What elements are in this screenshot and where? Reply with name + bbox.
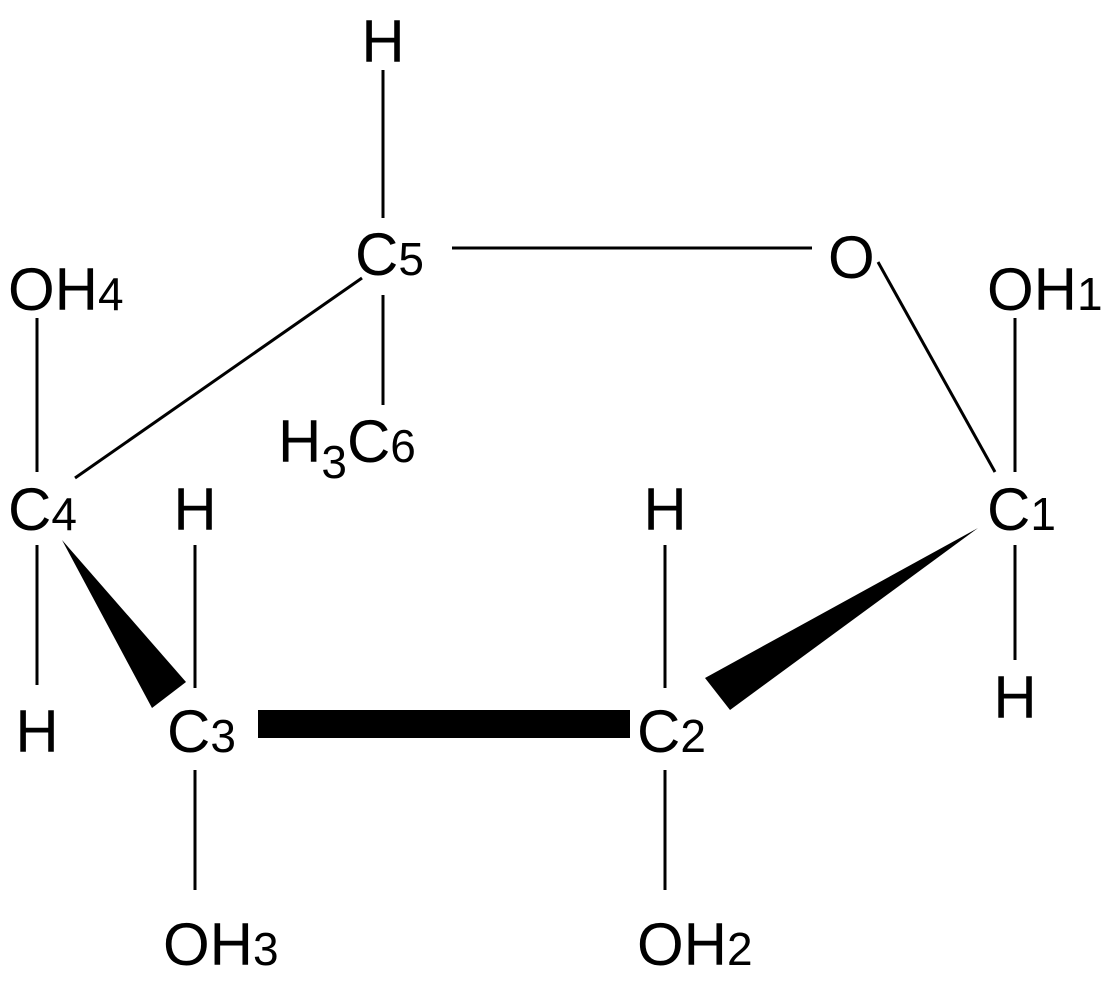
bond-o-c1 <box>876 261 997 473</box>
atom-c3: C3 <box>167 698 236 765</box>
atom-h-top: H <box>361 8 404 75</box>
bond-c5-c4 <box>74 276 363 480</box>
bond-c1-c2-wedge <box>705 528 978 710</box>
atom-h3c6: H3C6 <box>278 408 416 488</box>
atom-oh4: OH4 <box>8 256 124 323</box>
atom-labels: H C5 O OH1 OH4 H3C6 C4 H H C1 H C3 C2 H … <box>8 8 1103 978</box>
atom-h-c4: H <box>15 698 58 765</box>
atom-oh2: OH2 <box>637 911 753 978</box>
atom-h-c3: H <box>173 476 216 543</box>
atom-h-c2: H <box>643 476 686 543</box>
atom-oh3: OH3 <box>163 911 279 978</box>
bond-c4-c3-wedge <box>62 540 186 708</box>
atom-c2: C2 <box>637 698 706 765</box>
bonds <box>35 70 1017 890</box>
bond-c3-c2-bold <box>258 710 630 738</box>
atom-c1: C1 <box>987 476 1056 543</box>
atom-h-c1: H <box>993 664 1036 731</box>
atom-c4: C4 <box>8 476 77 543</box>
atom-oh1: OH1 <box>987 256 1103 323</box>
atom-c5: C5 <box>355 221 424 288</box>
atom-o-ring: O <box>828 224 875 291</box>
